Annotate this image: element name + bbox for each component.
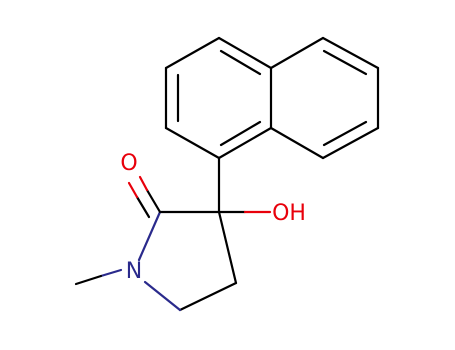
- carbonyl-oxygen-label: O: [120, 151, 137, 176]
- bond-c3-c4: [164, 36, 221, 70]
- bond-n-methyl: [74, 274, 103, 286]
- bond-c2-o-b-red: [127, 181, 139, 199]
- bond-c4-c5: [178, 281, 238, 312]
- bond-c4-c4a-inner: [219, 49, 262, 76]
- bond-c2-o-b: [135, 195, 151, 219]
- bond-n-c2: [137, 210, 162, 262]
- bond-c4-c4a: [217, 36, 273, 70]
- bond-c7-c8: [321, 126, 380, 160]
- bond-c3-c4: [217, 210, 238, 285]
- bond-c8-c8a: [269, 126, 325, 160]
- bond-c8a-c1-inner: [219, 120, 262, 147]
- nitrogen-label: N: [126, 259, 142, 284]
- bond-c5-c6-inner: [322, 49, 368, 76]
- naphthalene-left-ring: [164, 36, 273, 160]
- bond-n-methyl-blue: [99, 268, 123, 278]
- bond-c8a-c1: [217, 126, 273, 160]
- hydroxyl-label: OH: [272, 201, 306, 226]
- bond-c1-c2: [164, 126, 221, 160]
- bond-c2-o-a: [145, 188, 162, 214]
- bond-c7-c8-inner: [322, 120, 368, 147]
- bond-c5-c6: [321, 36, 380, 70]
- carbonyl-double-bond: [127, 175, 162, 219]
- bond-c4a-c5: [269, 36, 325, 70]
- bond-c2-o-a-red: [138, 175, 149, 192]
- pyrrolidinone-ring: [137, 210, 238, 312]
- bond-c5-n: [143, 280, 182, 312]
- naphthalene-right-ring: [269, 36, 380, 160]
